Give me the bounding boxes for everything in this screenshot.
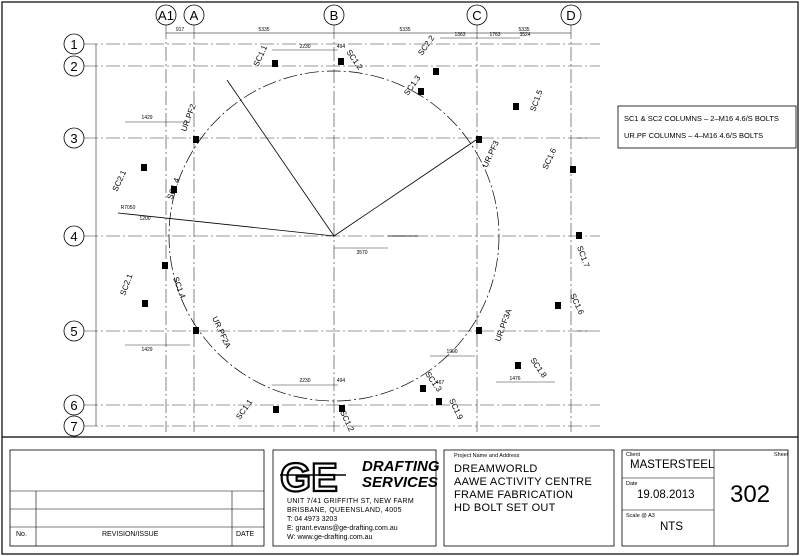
top-dim-4: 5335	[518, 27, 529, 33]
grid-bubbles-rows	[63, 33, 85, 437]
dim-top-left: 2230	[299, 44, 310, 50]
col-label-urpf2: UR.PF2	[179, 102, 197, 132]
rev-date-label: DATE	[236, 531, 255, 538]
dim-centre-offset: 3570	[356, 250, 367, 256]
grid-label-3: 3	[70, 131, 77, 146]
col-label-sc1-9: SC1.9	[447, 397, 465, 421]
company-web: W: www.ge-drafting.com.au	[287, 534, 373, 541]
company-name-line2: SERVICES	[362, 474, 438, 491]
company-address1: UNIT 7/41 GRIFFITH ST, NEW FARM	[287, 498, 415, 505]
dim-bottom-right-b: 1476	[509, 376, 520, 382]
col-label-sc1-2-top: SC1.2	[344, 48, 364, 72]
grid-bubble-c	[466, 4, 488, 26]
grid-label-c: C	[472, 8, 481, 23]
notes-box	[617, 105, 797, 149]
col-label-sc1-4-top: SC1.4	[165, 176, 181, 200]
col-label-urpf3: UR.PF3	[481, 139, 501, 169]
date-value: 19.08.2013	[637, 489, 695, 501]
sheet-value: 302	[730, 481, 771, 508]
project-label: Project Name and Address	[454, 453, 520, 459]
col-label-sc1-7: SC1.7	[575, 245, 591, 269]
col-label-sc1-8: SC1.8	[528, 356, 548, 380]
grid-bubble-d	[560, 4, 582, 26]
grid-label-7: 7	[70, 419, 77, 434]
dim-bottom-right-a: 1990	[446, 349, 457, 355]
rev-revision-label: REVISION/ISSUE	[102, 531, 159, 538]
col-label-sc1-1-top: SC1.1	[252, 43, 270, 67]
grid-label-d: D	[566, 8, 575, 23]
sheet-label: Sheet	[774, 452, 789, 458]
project-line3: FRAME FABRICATION	[454, 489, 574, 501]
logo-ge: GE	[280, 456, 338, 500]
client-label: Client	[626, 452, 641, 458]
company-email: E: grant.evans@ge-drafting.com.au	[287, 525, 398, 532]
title-block	[9, 449, 789, 547]
grid-lines	[84, 25, 600, 432]
note-line-1: SC1 & SC2 COLUMNS – 2–M16 4.6/S BOLTS	[624, 114, 779, 123]
grid-label-1: 1	[70, 37, 77, 52]
dim-left-c: 1429	[141, 347, 152, 353]
grid-label-6: 6	[70, 398, 77, 413]
col-label-sc2-1-top: SC2.1	[111, 168, 129, 192]
radial-lines	[117, 79, 477, 249]
col-label-sc1-4-bot: SC1.4	[171, 276, 187, 300]
dim-bottom-mid: 494	[337, 378, 346, 384]
grid-label-2: 2	[70, 59, 77, 74]
grid-label-a: A	[190, 8, 199, 23]
column-markers	[141, 58, 582, 413]
project-line1: DREAMWORLD	[454, 463, 538, 475]
col-label-sc1-6-top: SC1.6	[541, 146, 559, 170]
date-label: Date	[626, 481, 638, 487]
scale-label: Scale @ A3	[626, 513, 655, 519]
rev-no-label: No.	[16, 531, 27, 538]
project-line4: HD BOLT SET OUT	[454, 502, 556, 514]
grid-bubble-b	[323, 4, 345, 26]
col-label-sc1-2-bot: SC1.2	[338, 409, 356, 433]
grid-label-b: B	[330, 8, 339, 23]
dim-top-right-c: 3524	[519, 32, 530, 38]
top-dim-1: 917	[176, 27, 185, 33]
grid-label-a1: A1	[158, 8, 174, 23]
col-label-urpf2a: UR.PF2A	[210, 315, 233, 350]
scale-value: NTS	[660, 521, 683, 533]
top-dim-2: 5335	[258, 27, 269, 33]
col-label-sc2-1-bot: SC2.1	[118, 272, 134, 296]
grid-bubble-a1	[155, 4, 177, 26]
dim-top-right-a: 1363	[454, 32, 465, 38]
dim-radius: R7050	[121, 205, 136, 211]
company-name-line1: DRAFTING	[362, 458, 440, 475]
dim-left-b: 1200	[139, 216, 150, 222]
grid-label-4: 4	[70, 229, 77, 244]
dim-left-a: 1429	[141, 115, 152, 121]
top-dim-3: 5335	[399, 27, 410, 33]
grid-bubble-a	[183, 4, 205, 26]
grid-label-5: 5	[70, 324, 77, 339]
client-value: MASTERSTEEL	[630, 459, 715, 471]
col-label-sc2-2: SC2.2	[416, 33, 436, 57]
dim-bottom-left: 2230	[299, 378, 310, 384]
col-label-urpf3a: UR.PF3A	[493, 307, 513, 342]
note-line-2: UR.PF COLUMNS – 4–M16 4.6/S BOLTS	[624, 131, 763, 140]
company-address2: BRISBANE, QUEENSLAND, 4005	[287, 507, 402, 514]
dim-top-right-b: 1763	[489, 32, 500, 38]
company-phone: T: 04 4973 3203	[287, 516, 338, 523]
company-logo: GE	[279, 455, 346, 501]
col-label-sc1-5: SC1.5	[528, 88, 544, 112]
project-line2: AAWE ACTIVITY CENTRE	[454, 476, 593, 488]
building-circle	[168, 70, 500, 402]
grid-bubbles-columns	[155, 4, 582, 26]
col-label-sc1-1-bot: SC1.1	[234, 397, 254, 421]
dim-top-mid: 494	[337, 44, 346, 50]
dim-bottom-right-c: 467	[436, 380, 445, 386]
